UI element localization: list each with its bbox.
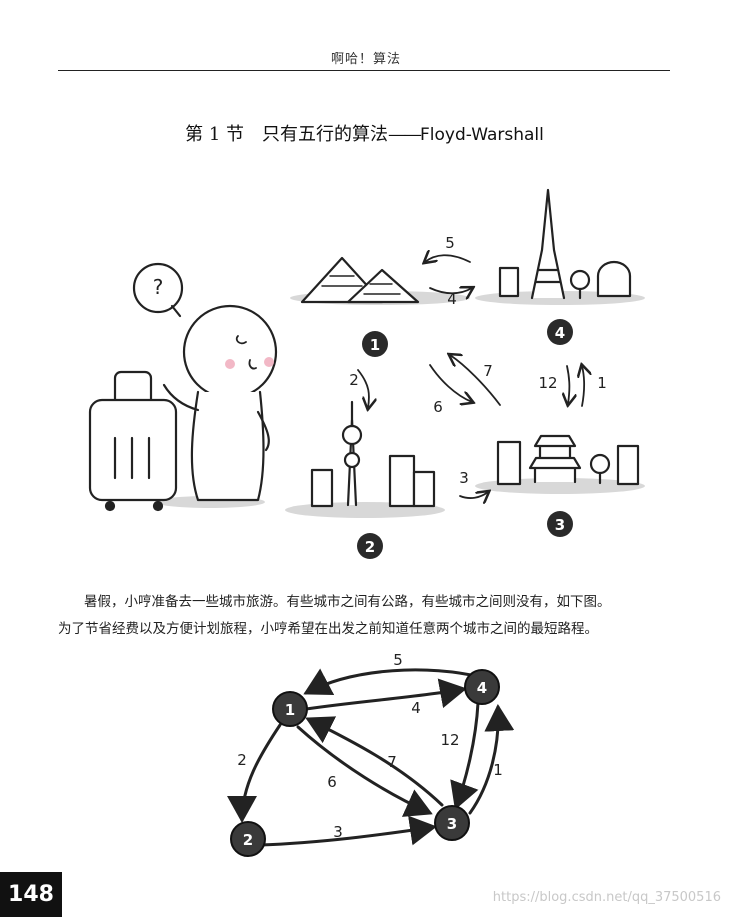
svg-text:5: 5 <box>445 234 455 252</box>
svg-text:3: 3 <box>459 469 469 487</box>
section-title-dash: —— <box>388 124 422 145</box>
paragraph-1: 暑假，小哼准备去一些城市旅游。有些城市之间有公路，有些城市之间则没有，如下图。 <box>84 594 611 610</box>
watermark: https://blog.csdn.net/qq_37500516 <box>492 890 721 905</box>
tv-tower-city <box>285 400 445 518</box>
pyramids-city <box>290 256 470 305</box>
question-mark: ? <box>153 275 164 299</box>
svg-text:6: 6 <box>433 398 443 416</box>
weight-1-3: 6 <box>327 773 337 791</box>
pagoda-city <box>475 434 645 494</box>
svg-text:2: 2 <box>349 371 359 389</box>
suitcase <box>88 370 178 512</box>
section-title-latin: Floyd-Warshall <box>420 125 544 145</box>
section-title-text: 只有五行的算法 <box>262 124 389 145</box>
edge-3-4 <box>468 704 515 815</box>
header-rule <box>58 70 670 71</box>
edge-1-3 <box>296 725 433 817</box>
graph-nodes: 1 2 3 4 <box>230 669 500 857</box>
route-labels: ? 5 4 2 7 6 12 1 3 <box>153 234 607 487</box>
city-badge-1: 1 <box>370 336 380 354</box>
node-1: 1 <box>285 701 295 719</box>
section-number: 第 1 节 <box>185 124 245 145</box>
edge-2-3 <box>258 815 437 847</box>
running-header: 啊哈！算法 <box>330 52 401 67</box>
svg-text:1: 1 <box>597 374 607 392</box>
paragraph-2: 为了节省经费以及方便计划旅程，小哼希望在出发之前知道任意两个城市之间的最短路程。 <box>58 621 598 637</box>
city-badge-2: 2 <box>365 538 375 556</box>
city-graph: 1 2 3 4 5 4 2 6 7 3 12 1 <box>227 651 515 857</box>
city-badge-4: 4 <box>555 324 565 342</box>
svg-text:12: 12 <box>538 374 557 392</box>
weight-1-2: 2 <box>237 751 247 769</box>
city-badges: 1 4 2 3 <box>357 319 573 559</box>
weight-4-3: 12 <box>440 731 459 749</box>
travel-illustration: 1 4 2 3 ? 5 4 2 7 6 12 1 3 <box>88 188 645 559</box>
weight-3-4: 1 <box>493 761 503 779</box>
edge-3-1 <box>305 716 444 807</box>
edge-4-3 <box>450 701 480 810</box>
svg-text:7: 7 <box>483 362 493 380</box>
svg-text:4: 4 <box>447 290 457 308</box>
edge-1-2 <box>227 723 282 823</box>
thought-bubble <box>132 262 184 318</box>
node-2: 2 <box>243 831 253 849</box>
section-title: 第 1 节只有五行的算法——Floyd-Warshall <box>0 120 729 146</box>
tower-city <box>475 188 645 305</box>
weight-4-1: 5 <box>393 651 403 669</box>
node-4: 4 <box>477 679 487 697</box>
weight-2-3: 3 <box>333 823 343 841</box>
character <box>155 304 278 508</box>
edge-weights: 5 4 2 6 7 3 12 1 <box>237 651 503 841</box>
edge-4-1 <box>303 668 482 696</box>
edge-1-4 <box>304 678 467 711</box>
city-badge-3: 3 <box>555 516 565 534</box>
node-3: 3 <box>447 815 457 833</box>
weight-1-4: 4 <box>411 699 421 717</box>
weight-3-1: 7 <box>387 753 397 771</box>
page-number: 148 <box>0 872 62 917</box>
